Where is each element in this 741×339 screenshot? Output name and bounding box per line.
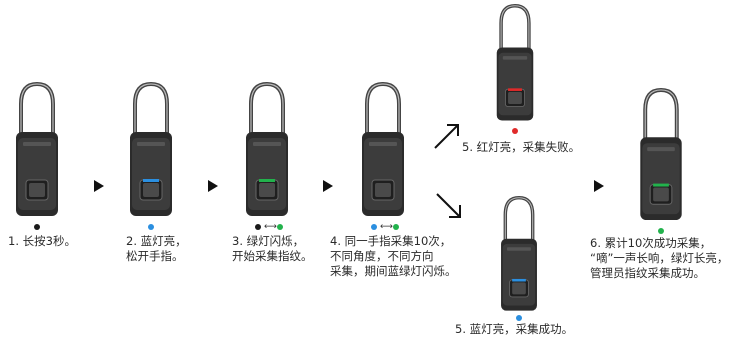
padlock-icon: [246, 81, 288, 216]
step-6-caption: 6. 累计10次成功采集， “嘀”一声长响，绿灯长亮， 管理员指纹采集成功。: [590, 236, 729, 280]
next-arrow-icon: [323, 180, 333, 192]
indicator-light: [658, 228, 664, 234]
padlock-step-2: [126, 81, 176, 224]
next-arrow-icon: [594, 180, 604, 192]
step-1-caption: 1. 长按3秒。: [8, 234, 76, 248]
padlock-icon: [496, 3, 534, 121]
indicator-light: [512, 128, 518, 134]
padlock-icon: [130, 81, 172, 216]
alternate-arrow-icon: ⟷: [380, 222, 393, 232]
indicator-light: [393, 224, 399, 230]
alternate-arrow-icon: ⟷: [264, 222, 277, 232]
padlock-icon: [16, 81, 58, 216]
padlock-step-3: [242, 81, 292, 224]
step-4-caption: 4. 同一手指采集10次， 不同角度，不同方向 采集，期间蓝绿灯闪烁。: [330, 234, 457, 278]
indicator-light: [148, 224, 154, 230]
diagonal-down-arrow-icon: [436, 193, 461, 218]
padlock-step-6: [636, 87, 686, 228]
indicator-light: [371, 224, 377, 230]
step-5-fail-caption: 5. 红灯亮，采集失败。: [462, 140, 581, 154]
indicator-light: [516, 315, 522, 321]
step-2-caption: 2. 蓝灯亮， 松开手指。: [126, 234, 187, 263]
padlock-step-4: [358, 81, 408, 224]
padlock-icon: [362, 81, 404, 216]
indicator-light: [255, 224, 261, 230]
padlock-step-1: [12, 81, 62, 224]
padlock-step-5-fail: [492, 3, 538, 128]
diagonal-up-arrow-icon: [434, 124, 459, 149]
padlock-icon: [640, 87, 682, 221]
indicator-light: [277, 224, 283, 230]
step-5-success-caption: 5. 蓝灯亮，采集成功。: [455, 322, 574, 336]
indicator-light: [34, 224, 40, 230]
step-3-caption: 3. 绿灯闪烁， 开始采集指纹。: [232, 234, 313, 263]
next-arrow-icon: [94, 180, 104, 192]
next-arrow-icon: [208, 180, 218, 192]
padlock-step-5-success: [496, 195, 542, 318]
padlock-icon: [501, 195, 537, 311]
